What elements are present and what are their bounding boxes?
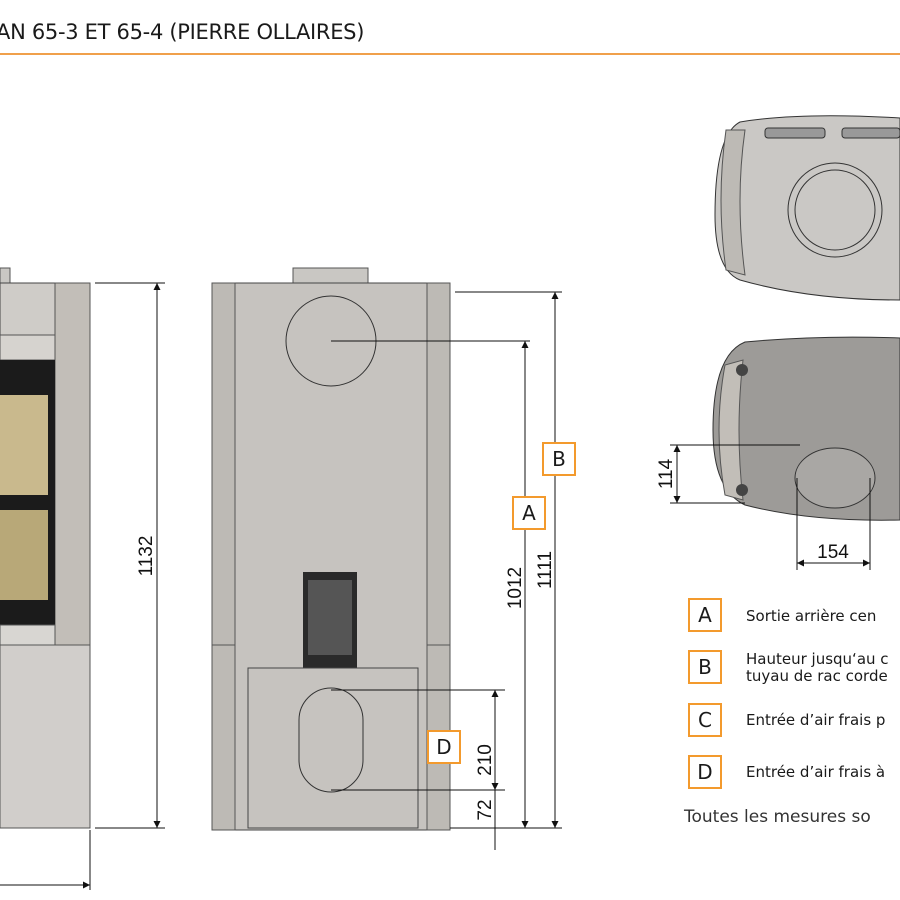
measurement-note: Toutes les mesures so xyxy=(684,807,871,827)
page-title: AN 65-3 ET 65-4 (PIERRE OLLAIRES) xyxy=(0,20,365,44)
back-view xyxy=(211,267,451,831)
dim-154: 154 xyxy=(817,542,849,563)
dim-210: 210 xyxy=(475,744,496,776)
legend-text-b2: tuyau de rac corde xyxy=(746,667,888,685)
dim-1012: 1012 xyxy=(505,567,526,609)
marker-d: D xyxy=(427,730,461,764)
legend-text-a: Sortie arrière cen xyxy=(746,607,877,625)
legend-key-c: C xyxy=(688,703,722,737)
legend-text-d: Entrée d’air frais à xyxy=(746,763,886,781)
dim-1132: 1132 xyxy=(136,536,157,577)
title-divider xyxy=(0,53,900,55)
legend-key-d: D xyxy=(688,755,722,789)
legend-key-b: B xyxy=(688,650,722,684)
legend-text-c: Entrée d’air frais p xyxy=(746,711,886,729)
bottom-view xyxy=(712,336,900,521)
legend-key-a: A xyxy=(688,598,722,632)
marker-a: A xyxy=(512,496,546,530)
dim-1111: 1111 xyxy=(535,551,556,589)
dim-72: 72 xyxy=(475,799,496,820)
dim-114: 114 xyxy=(656,458,677,489)
marker-b: B xyxy=(542,442,576,476)
legend-text-b: Hauteur jusqu‘au c xyxy=(746,650,889,668)
top-view xyxy=(714,115,900,301)
front-view xyxy=(0,267,91,890)
